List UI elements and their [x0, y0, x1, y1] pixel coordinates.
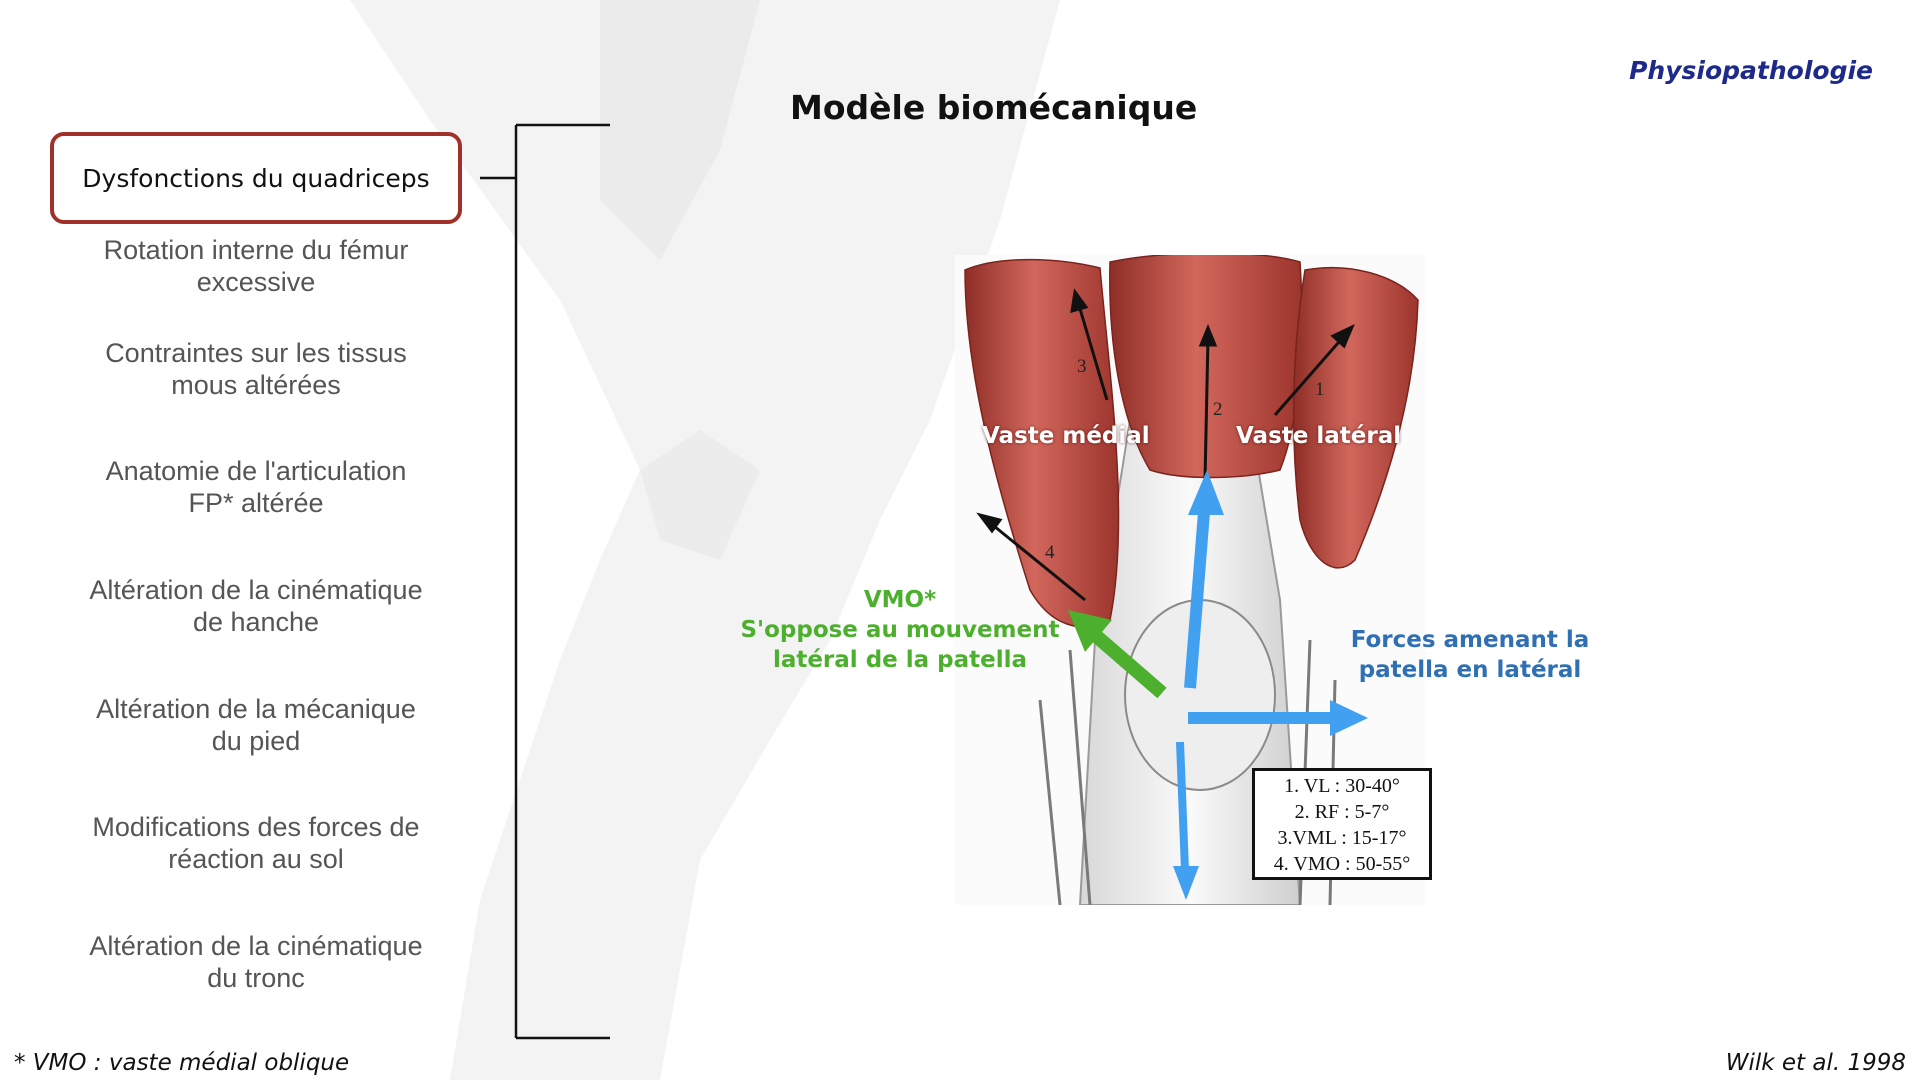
- angle-entry: 3.VML : 15-17°: [1277, 827, 1407, 849]
- vector-arrowhead: [1070, 288, 1089, 314]
- vastus-lateralis-muscle: [1292, 266, 1419, 569]
- vector-number: 3: [1077, 356, 1087, 377]
- vaste-lateral-label: Vaste latéral: [1236, 423, 1402, 449]
- vector-line: [988, 520, 1086, 602]
- force-arrowhead: [1330, 700, 1368, 736]
- citation: Wilk et al. 1998: [1725, 1050, 1906, 1076]
- factor-item: Contraintes sur les tissus mous altérées: [105, 338, 407, 400]
- angle-entry: 4. VMO : 50-55°: [1273, 853, 1411, 875]
- vector-arrowhead: [976, 512, 1003, 534]
- section-label: Physiopathologie: [1629, 56, 1873, 85]
- vector-arrowhead: [1198, 324, 1218, 347]
- highlighted-factor: Dysfonctions du quadriceps: [50, 132, 462, 224]
- angle-legend-box: 1. VL : 30-40° 2. RF : 5-7° 3.VML : 15-1…: [1252, 768, 1432, 880]
- vector-number: 2: [1213, 399, 1223, 420]
- page-title: Modèle biomécanique: [790, 88, 1198, 127]
- factor-item: Altération de la mécanique du pied: [96, 694, 416, 756]
- tendon-lines: [1038, 639, 1337, 905]
- factor-item: Modifications des forces de réaction au …: [92, 812, 420, 874]
- green-vmo-arrow: [1068, 610, 1167, 699]
- factor-item: Altération de la cinématique de hanche: [89, 575, 423, 637]
- rectus-femoris-muscle: [1109, 255, 1303, 479]
- force-arrow-down: [1176, 741, 1189, 871]
- angle-entry: 1. VL : 30-40°: [1284, 775, 1400, 797]
- footnote: * VMO : vaste médial oblique: [14, 1050, 350, 1076]
- vmo-annotation: VMO* S'oppose au mouvement latéral de la…: [740, 587, 1060, 673]
- vector-line: [1203, 337, 1210, 481]
- factor-item: Anatomie de l'articulation FP* altérée: [105, 456, 407, 518]
- blue-force-arrows: [1173, 470, 1368, 900]
- force-arrow-up: [1184, 499, 1211, 689]
- vector-number: 4: [1045, 542, 1055, 563]
- lateral-forces-annotation: Forces amenant la patella en latéral: [1350, 627, 1590, 683]
- vaste-medial-label: Vaste médial: [982, 423, 1150, 449]
- vector-arrowhead: [1330, 323, 1355, 349]
- vector-line: [1076, 301, 1109, 401]
- angle-entry: 2. RF : 5-7°: [1294, 801, 1390, 823]
- factor-item: Altération de la cinématique du tronc: [89, 931, 423, 993]
- force-arrowhead: [1173, 866, 1199, 900]
- vector-line: [1273, 334, 1347, 416]
- vector-number: 1: [1315, 379, 1325, 400]
- factor-item: Rotation interne du fémur excessive: [103, 235, 409, 297]
- force-arrowhead: [1188, 470, 1224, 515]
